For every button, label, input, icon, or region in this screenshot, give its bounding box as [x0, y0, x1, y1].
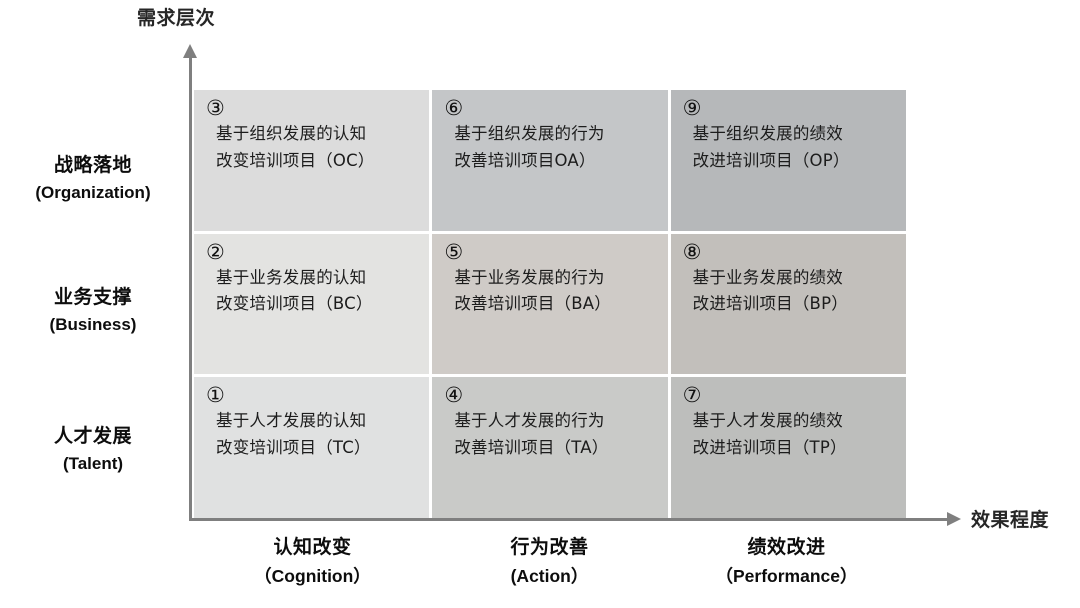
cell-text-tc-line1: 基于人才发展的认知 — [216, 411, 367, 431]
row-label-business-cn: 业务支撑 — [53, 287, 132, 308]
cell-text-op-line2: 改进培训项目（OP） — [692, 150, 850, 170]
matrix-cell-bp[interactable]: ⑧ 基于业务发展的绩效 改进培训项目（BP） — [670, 233, 906, 375]
row-label-business-en: (Business) — [49, 315, 137, 335]
matrix-cell-op[interactable]: ⑨ 基于组织发展的绩效 改进培训项目（OP） — [670, 90, 906, 231]
col-label-action: 行为改善 (Action） — [431, 534, 668, 589]
x-axis-line — [189, 518, 949, 521]
col-label-performance: 绩效改进 （Performance） — [668, 534, 905, 589]
col-label-action-en: (Action） — [510, 565, 589, 586]
cell-text-oa-line1: 基于组织发展的行为 — [454, 124, 605, 143]
cell-text-ba-line2: 改善培训项目（BA） — [454, 294, 611, 314]
matrix-cell-bc[interactable]: ② 基于业务发展的认知 改变培训项目（BC） — [194, 233, 430, 375]
y-axis-title: 需求层次 — [137, 8, 216, 29]
cell-text-ta-line2: 改善培训项目（TA） — [454, 438, 609, 458]
cell-text-ta-line1: 基于人才发展的行为 — [454, 411, 605, 431]
col-label-action-cn: 行为改善 — [510, 537, 589, 558]
matrix-cell-tp[interactable]: ⑦ 基于人才发展的绩效 改进培训项目（TP） — [670, 377, 906, 518]
y-axis-line — [189, 55, 192, 521]
matrix-cell-oa[interactable]: ⑥ 基于组织发展的行为 改善培训项目OA） — [432, 90, 668, 231]
cell-number-3: ③ — [206, 96, 225, 120]
matrix-cell-ba[interactable]: ⑤ 基于业务发展的行为 改善培训项目（BA） — [432, 233, 668, 375]
cell-text-ba-line1: 基于业务发展的行为 — [454, 267, 605, 287]
row-label-organization-en: (Organization) — [35, 183, 151, 203]
cell-number-2: ② — [206, 239, 225, 264]
row-label-talent-en: (Talent) — [62, 454, 124, 474]
col-label-performance-cn: 绩效改进 — [747, 537, 826, 558]
cell-text-bc-line1: 基于业务发展的认知 — [216, 267, 367, 287]
x-axis-arrow-icon — [947, 512, 961, 526]
cell-number-5: ⑤ — [444, 239, 464, 264]
cell-number-1: ① — [206, 383, 225, 408]
cell-number-8: ⑧ — [682, 239, 702, 264]
row-label-organization: 战略落地 (Organization) — [0, 152, 186, 205]
cell-text-bp-line2: 改进培训项目（BP） — [692, 294, 848, 314]
cell-number-6: ⑥ — [444, 96, 464, 120]
row-label-talent-cn: 人才发展 — [53, 426, 132, 447]
cell-text-oc-line1: 基于组织发展的认知 — [216, 124, 367, 143]
matrix-grid: ③ 基于组织发展的认知 改变培训项目（OC） ⑥ 基于组织发展的行为 改善培训项… — [194, 90, 906, 518]
col-label-cognition: 认知改变 （Cognition） — [194, 534, 431, 589]
row-label-business: 业务支撑 (Business) — [0, 284, 186, 337]
x-axis-title: 效果程度 — [971, 510, 1050, 531]
cell-number-9: ⑨ — [682, 96, 702, 120]
cell-text-bp-line1: 基于业务发展的绩效 — [692, 267, 843, 287]
row-label-organization-cn: 战略落地 — [53, 155, 132, 176]
cell-text-oc-line2: 改变培训项目（OC） — [216, 150, 375, 170]
y-axis-arrow-icon — [183, 44, 197, 58]
cell-text-tc-line2: 改变培训项目（TC） — [216, 438, 371, 458]
cell-number-4: ④ — [444, 383, 464, 408]
matrix-cell-ta[interactable]: ④ 基于人才发展的行为 改善培训项目（TA） — [432, 377, 668, 518]
col-label-cognition-cn: 认知改变 — [273, 537, 352, 558]
cell-text-tp-line2: 改进培训项目（TP） — [692, 438, 847, 458]
matrix-cell-tc[interactable]: ① 基于人才发展的认知 改变培训项目（TC） — [194, 377, 430, 518]
col-label-performance-en: （Performance） — [715, 565, 858, 586]
matrix-cell-oc[interactable]: ③ 基于组织发展的认知 改变培训项目（OC） — [194, 90, 430, 231]
cell-number-7: ⑦ — [682, 383, 702, 408]
cell-text-bc-line2: 改变培训项目（BC） — [216, 294, 373, 314]
cell-text-oa-line2: 改善培训项目OA） — [454, 150, 596, 170]
row-label-talent: 人才发展 (Talent) — [0, 423, 186, 476]
col-label-cognition-en: （Cognition） — [254, 565, 371, 586]
cell-text-op-line1: 基于组织发展的绩效 — [692, 124, 843, 143]
cell-text-tp-line1: 基于人才发展的绩效 — [692, 411, 843, 431]
